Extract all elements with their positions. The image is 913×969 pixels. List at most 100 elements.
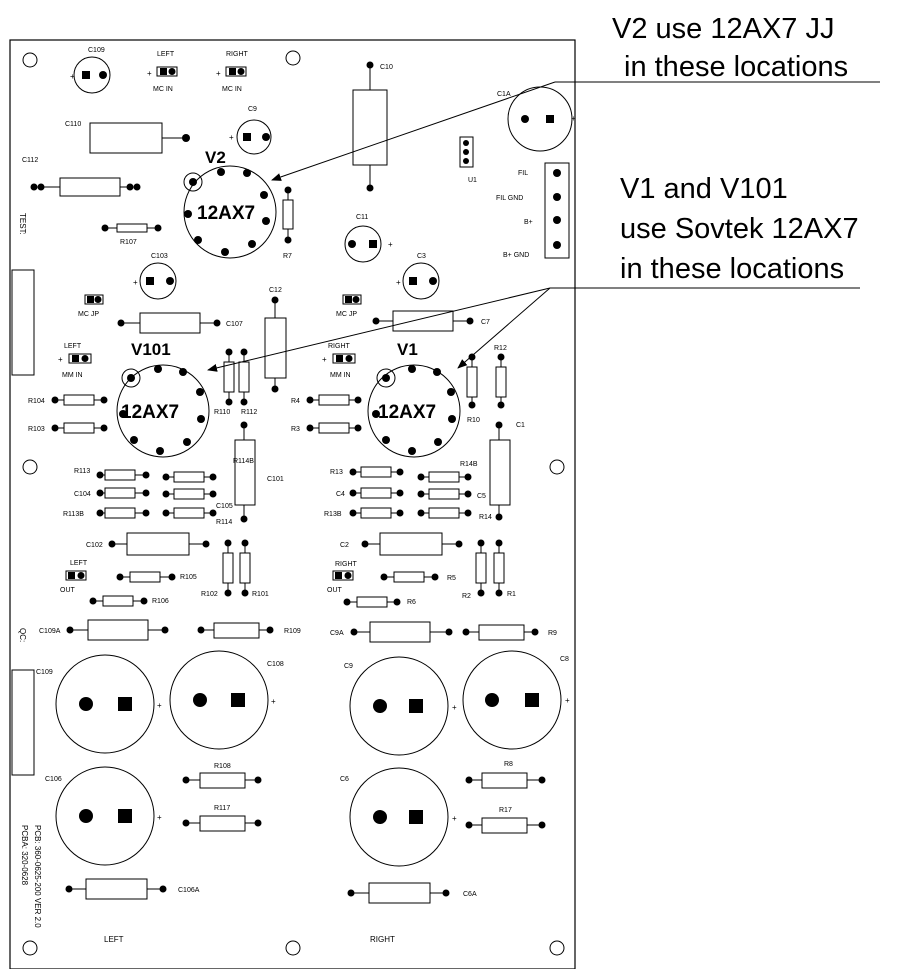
tube-socket-v101: V101 12AX7 [116, 340, 210, 458]
jumper-mc-in-right: MC IN [222, 86, 242, 93]
test-box [11, 269, 35, 376]
jumper-left-label: LEFT [157, 51, 175, 58]
label-c109-top: C109 [88, 47, 105, 54]
svg-text:+: + [133, 278, 138, 287]
jumper-mc-in-left: MC IN [153, 86, 173, 93]
label-r13b: R13B [324, 511, 342, 518]
label-c106a: C106A [178, 887, 200, 894]
cap-c9-large: + [349, 656, 457, 756]
label-c112: C112 [22, 157, 38, 164]
cap-c109-large: + [55, 654, 162, 754]
connector-bplus: B+ [524, 219, 533, 226]
label-r108: R108 [214, 763, 231, 770]
connector-fil-gnd: FIL GND [496, 195, 523, 202]
svg-text:+: + [452, 703, 457, 712]
label-r110: R110 [214, 409, 230, 416]
label-r114b: R114B [233, 458, 254, 465]
svg-text:+: + [388, 240, 393, 249]
label-c109a: C109A [39, 628, 61, 635]
cap-c6: + [349, 767, 457, 867]
svg-text:+: + [565, 696, 570, 705]
label-c9a: C9A [330, 630, 344, 637]
label-r106: R106 [152, 598, 169, 605]
label-c11: C11 [356, 214, 368, 221]
cap-c108: + [169, 650, 276, 750]
label-c107: C107 [226, 321, 243, 328]
v2-callout-line2: in these locations [624, 51, 849, 83]
label-c7: C7 [481, 319, 490, 326]
label-r4: R4 [291, 398, 300, 405]
jumper-right-out: OUT [327, 587, 343, 594]
bottom-right-label: RIGHT [370, 935, 395, 944]
label-r113: R113 [74, 468, 90, 475]
label-r107: R107 [120, 239, 137, 246]
qc-label: QC: [18, 628, 27, 642]
board-outline [9, 39, 576, 969]
label-r104: R104 [28, 398, 45, 405]
mounting-hole [285, 50, 301, 66]
tube-socket-v2: V2 12AX7 [183, 148, 277, 259]
v2-callout-arrow [271, 81, 556, 181]
jumper-mc-jp-right: MC JP [336, 311, 357, 318]
label-c2: C2 [340, 542, 349, 549]
jumper-left-out-label: LEFT [70, 560, 88, 567]
label-r112: R112 [241, 409, 257, 416]
connector-bplus-gnd: B+ GND [503, 252, 529, 259]
tube-v1-type: 12AX7 [378, 402, 436, 423]
tube-v1-name: V1 [397, 340, 418, 359]
jumper-right-mid-label: RIGHT [328, 343, 351, 350]
label-c104: C104 [74, 491, 91, 498]
label-r10: R10 [467, 417, 480, 424]
label-r13: R13 [330, 469, 343, 476]
mounting-hole [549, 459, 565, 475]
power-connector [544, 162, 570, 259]
label-c6a: C6A [463, 891, 477, 898]
label-r6: R6 [407, 599, 416, 606]
label-r105: R105 [180, 574, 197, 581]
label-r5: R5 [447, 575, 456, 582]
label-r14: R14 [479, 514, 492, 521]
jumper-mm-in-right: MM IN [330, 372, 351, 379]
jumper-left-mid-label: LEFT [64, 343, 82, 350]
svg-text:+: + [571, 114, 576, 123]
label-r2: R2 [462, 593, 471, 600]
label-r12: R12 [494, 345, 507, 352]
mounting-hole [22, 52, 38, 68]
label-r7: R7 [283, 253, 292, 260]
jumper-left-out: OUT [60, 587, 76, 594]
label-r103: R103 [28, 426, 45, 433]
label-c103: C103 [151, 253, 168, 260]
tube-v101-type: 12AX7 [121, 402, 179, 423]
label-c3: C3 [417, 253, 426, 260]
test-label: TEST: [18, 213, 27, 235]
cap-c106: + [55, 766, 162, 866]
qc-box [11, 669, 35, 776]
svg-text:+: + [157, 701, 162, 710]
mounting-hole [285, 940, 301, 956]
label-c105: C105 [216, 503, 233, 510]
label-c109-large: C109 [36, 669, 53, 676]
mounting-hole [549, 940, 565, 956]
svg-text:+: + [157, 813, 162, 822]
svg-text:+: + [216, 69, 221, 78]
label-r1: R1 [507, 591, 516, 598]
svg-text:+: + [229, 133, 234, 142]
jumper-right-out-label: RIGHT [335, 561, 358, 568]
label-r117: R117 [214, 805, 230, 812]
svg-text:+: + [70, 72, 75, 81]
v1-callout-line3: in these locations [620, 253, 845, 285]
pcb-number: PCB: 360-0625-200 VER 2.0 [33, 825, 42, 928]
label-c106: C106 [45, 776, 62, 783]
jumper-mc-jp-left: MC JP [78, 311, 99, 318]
label-c108: C108 [267, 661, 284, 668]
svg-text:+: + [58, 355, 63, 364]
label-c12: C12 [269, 287, 282, 294]
label-r17: R17 [499, 807, 512, 814]
label-c8: C8 [560, 656, 569, 663]
label-c9-top: C9 [248, 106, 257, 113]
v1-callout-line2: use Sovtek 12AX7 [620, 213, 859, 245]
jumper-right-label: RIGHT [226, 51, 249, 58]
svg-text:+: + [271, 697, 276, 706]
label-c6: C6 [340, 776, 349, 783]
